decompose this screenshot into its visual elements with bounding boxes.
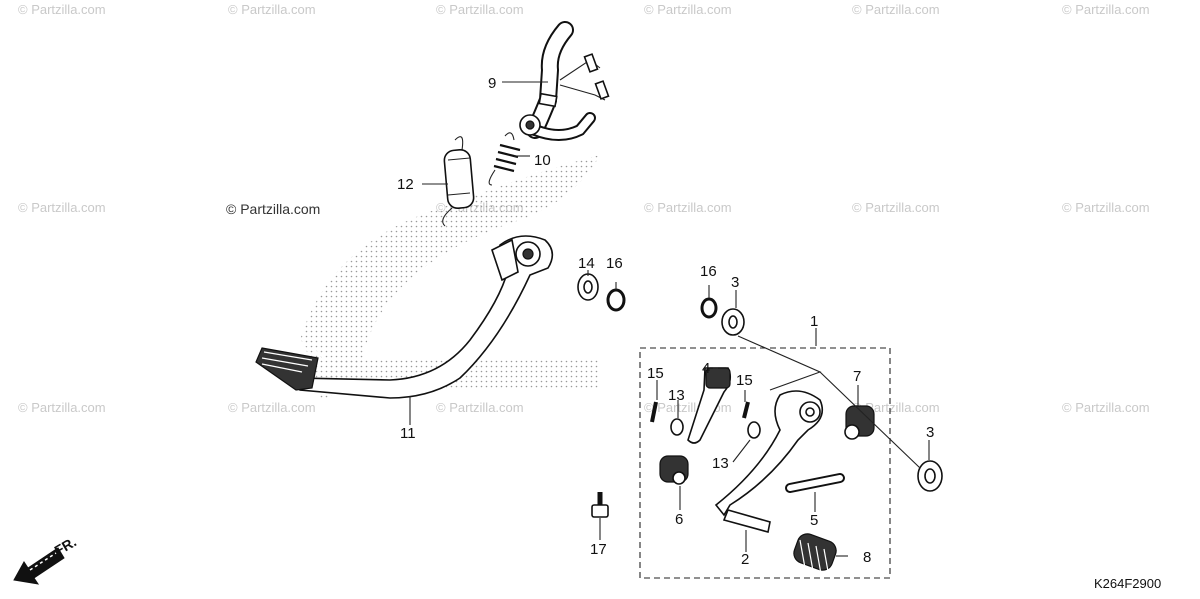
callout-9: 9 bbox=[488, 75, 496, 92]
watermark-text: © Partzilla.com bbox=[1062, 2, 1150, 17]
callout-6: 6 bbox=[675, 511, 683, 528]
watermark-text: © Partzilla.com bbox=[1062, 200, 1150, 215]
callout-11: 11 bbox=[400, 425, 416, 442]
part-5-rod bbox=[785, 473, 845, 493]
part-15-pin-left bbox=[650, 401, 658, 423]
callout-13-left: 13 bbox=[668, 387, 685, 404]
part-11-brake-pedal bbox=[255, 235, 554, 399]
watermark-text: © Partzilla.com bbox=[18, 400, 106, 415]
callout-3-lower: 3 bbox=[926, 424, 934, 441]
callout-2: 2 bbox=[741, 551, 749, 568]
part-7-joint bbox=[844, 405, 875, 440]
part-6-joint bbox=[659, 455, 689, 485]
arrow-left-down-icon bbox=[13, 547, 65, 585]
watermark-text: © Partzilla.com bbox=[852, 200, 940, 215]
callout-12: 12 bbox=[397, 176, 414, 193]
front-indicator: FR. bbox=[13, 533, 79, 585]
watermark-text: © Partzilla.com bbox=[18, 200, 106, 215]
callout-15-right: 15 bbox=[736, 372, 753, 389]
watermark-text: © Partzilla.com bbox=[1062, 400, 1150, 415]
part-10-spring bbox=[488, 132, 521, 186]
callout-1: 1 bbox=[810, 313, 818, 330]
watermark-text: © Partzilla.com bbox=[852, 2, 940, 17]
part-13-washer-right bbox=[747, 421, 761, 439]
callout-13-right: 13 bbox=[712, 455, 729, 472]
callout-7: 7 bbox=[853, 368, 861, 385]
watermark-featured: © Partzilla.com bbox=[226, 201, 320, 217]
part-3-washer-upper bbox=[721, 308, 745, 336]
watermark-text: © Partzilla.com bbox=[436, 400, 524, 415]
callout-5: 5 bbox=[810, 512, 818, 529]
part-8-rubber bbox=[793, 533, 837, 578]
part-15-pin-right bbox=[742, 401, 750, 419]
part-17-bolt bbox=[591, 492, 609, 518]
part-9-switch-harness bbox=[519, 21, 610, 141]
watermark-text: © Partzilla.com bbox=[18, 2, 106, 17]
callout-16-right: 16 bbox=[700, 263, 717, 280]
watermark-text: © Partzilla.com bbox=[644, 2, 732, 17]
part-16-clip-left bbox=[606, 288, 626, 312]
callout-14: 14 bbox=[578, 255, 595, 272]
callout-17: 17 bbox=[590, 541, 607, 558]
diagram-code: K264F2900 bbox=[1094, 576, 1161, 591]
part-4-shift-arm bbox=[687, 367, 732, 444]
callouts: 1 2 3 3 4 5 6 7 8 9 10 11 12 13 13 14 15… bbox=[397, 75, 934, 568]
watermark-text: © Partzilla.com bbox=[228, 2, 316, 17]
leader-lines bbox=[409, 81, 930, 557]
part-16-clip-right bbox=[700, 297, 718, 319]
callout-15-left: 15 bbox=[647, 365, 664, 382]
assembly-1-boundary bbox=[639, 347, 891, 579]
part-13-washer-left bbox=[670, 418, 684, 436]
part-12-spring bbox=[442, 136, 475, 227]
watermark-text: © Partzilla.com bbox=[644, 200, 732, 215]
watermark-text: © Partzilla.com bbox=[228, 400, 316, 415]
callout-3-upper: 3 bbox=[731, 274, 739, 291]
callout-16-left: 16 bbox=[606, 255, 623, 272]
part-2-shift-pedal bbox=[714, 390, 824, 533]
callout-8: 8 bbox=[863, 549, 871, 566]
callout-10: 10 bbox=[534, 152, 551, 169]
callout-4: 4 bbox=[702, 360, 710, 377]
part-3-washer-lower bbox=[917, 460, 943, 492]
part-14-washer bbox=[577, 273, 599, 301]
watermark-text: © Partzilla.com bbox=[436, 2, 524, 17]
